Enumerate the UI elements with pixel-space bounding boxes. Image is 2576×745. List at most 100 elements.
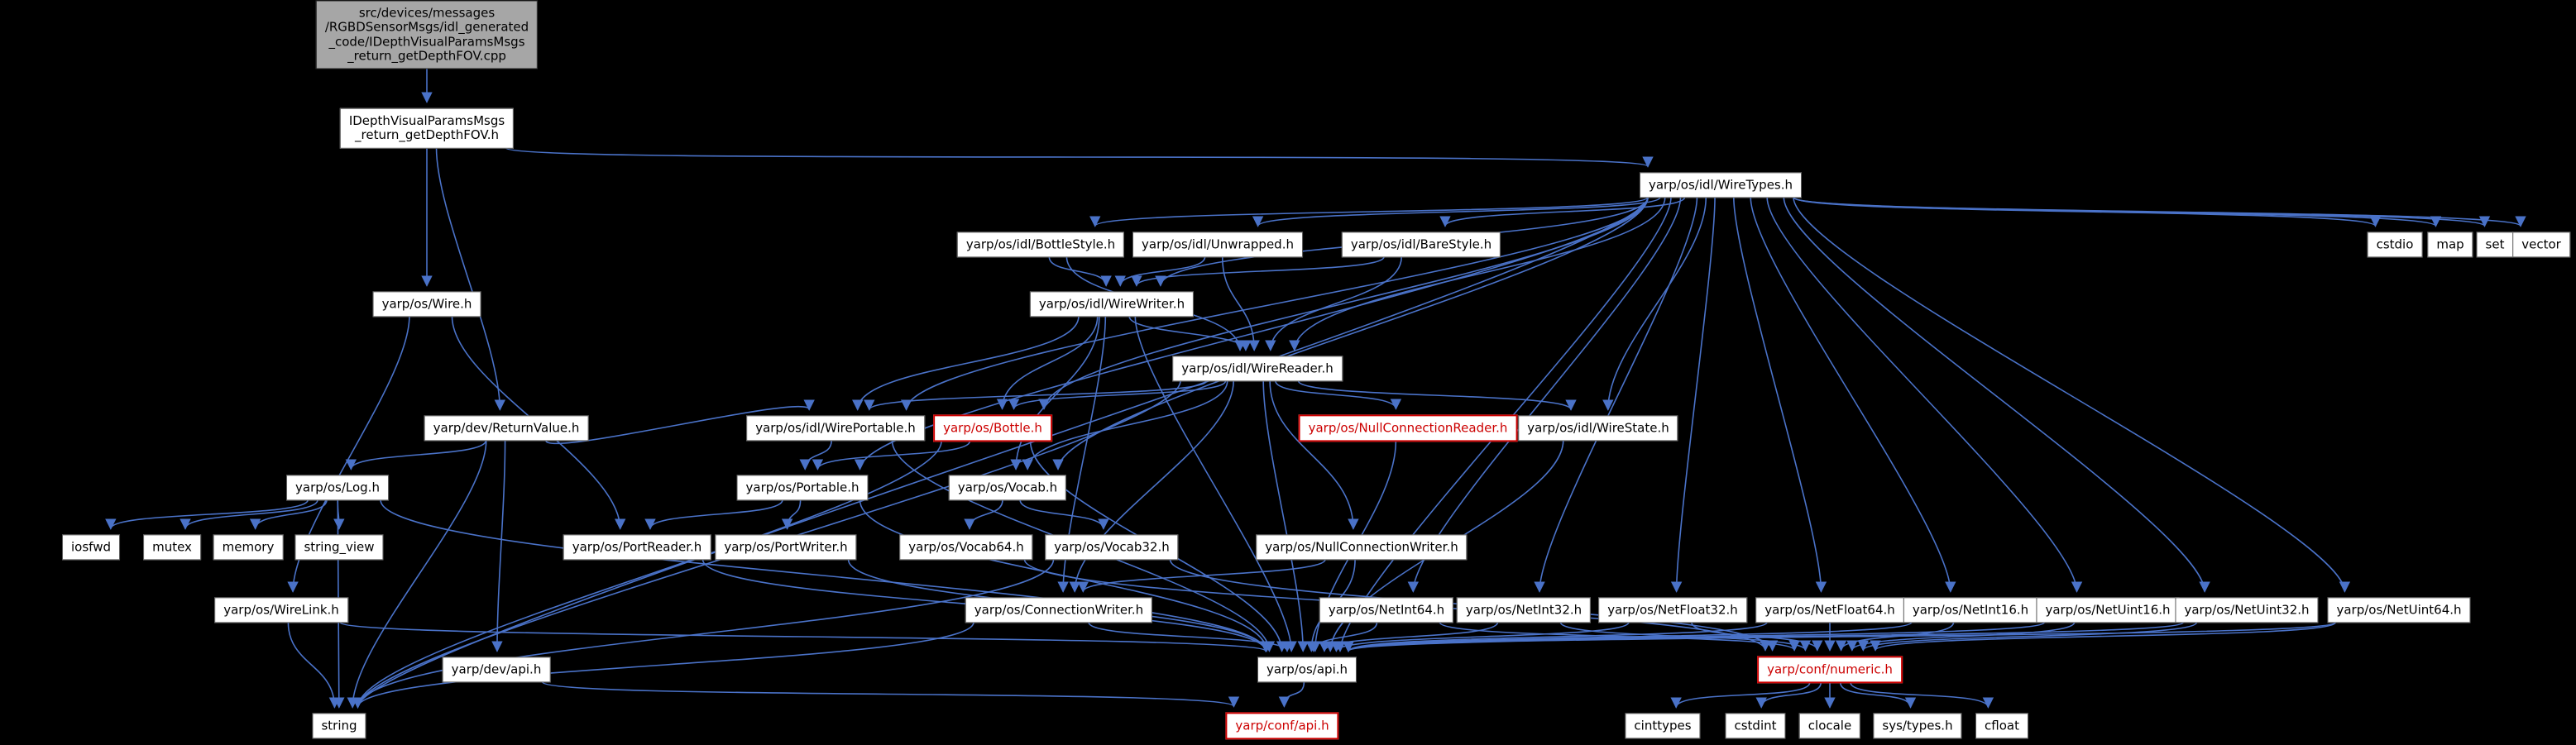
graph-node-cpp: src/devices/messages /RGBDSensorMsgs/idl…: [315, 0, 539, 69]
graph-node-wirelink[interactable]: yarp/os/WireLink.h: [214, 597, 348, 623]
edge-netfloat32-osapi: [1330, 621, 1630, 652]
edge-wireportable-portable: [799, 440, 832, 470]
edge-wiretypes-string: [352, 197, 1649, 709]
graph-node-cstdint: cstdint: [1725, 713, 1786, 739]
edge-osapi-confapi: [1278, 681, 1305, 708]
edge-returnvalue-string: [347, 440, 487, 709]
graph-node-systypes: sys/types.h: [1873, 713, 1962, 739]
edge-wirewriter-osapi: [1134, 316, 1297, 652]
edge-log-osapi: [380, 499, 1271, 652]
edge-wirereader-bottle: [1008, 380, 1227, 410]
graph-node-netuint64[interactable]: yarp/os/NetUint64.h: [2327, 597, 2471, 623]
edge-netint64-osapi: [1307, 622, 1378, 652]
edge-bottlestyle-wirewriter: [1048, 256, 1112, 287]
edge-wiretypes-bottlestyle: [1089, 196, 1649, 227]
edge-wirewriter-wireportable: [851, 316, 1080, 411]
edge-netuint64-osapi: [1343, 621, 2337, 652]
graph-node-netuint32[interactable]: yarp/os/NetUint32.h: [2175, 597, 2319, 623]
graph-node-netfloat32[interactable]: yarp/os/NetFloat32.h: [1598, 597, 1747, 623]
edge-portable-portwriter: [781, 499, 802, 530]
edge-numeric-cinttypes: [1670, 682, 1811, 709]
edge-wirelink-osapi: [339, 621, 1271, 652]
edge-barestyle-wirewriter: [1131, 256, 1385, 287]
edge-netuint64-numeric: [1870, 621, 2337, 652]
edge-wiretypes-wirestate: [1602, 197, 1707, 411]
edge-wirereader-vocab: [1022, 380, 1228, 470]
edge-wiretypes-netfloat32: [1670, 197, 1716, 593]
edge-wirereader-connwriter: [1069, 380, 1234, 593]
graph-node-log[interactable]: yarp/os/Log.h: [286, 475, 389, 501]
edge-netfloat64-osapi: [1343, 621, 1768, 652]
graph-node-portwriter[interactable]: yarp/os/PortWriter.h: [715, 534, 857, 561]
edge-netint16-osapi: [1343, 621, 1913, 652]
graph-node-wirestate[interactable]: yarp/os/idl/WireState.h: [1518, 415, 1678, 442]
graph-node-connwriter[interactable]: yarp/os/ConnectionWriter.h: [965, 597, 1153, 623]
graph-node-hdr[interactable]: IDepthVisualParamsMsgs _return_getDepthF…: [339, 107, 515, 149]
edge-bottle-portable: [812, 441, 971, 470]
graph-node-cstdio: cstdio: [2367, 232, 2423, 258]
edge-wirereader-wireportable: [864, 380, 1208, 411]
edge-wirewriter-bottle: [996, 316, 1099, 410]
edge-wiretypes-netint32: [1534, 197, 1698, 593]
edge-vocab-vocab32: [1019, 499, 1109, 530]
graph-node-osapi[interactable]: yarp/os/api.h: [1257, 657, 1357, 683]
graph-node-netint64[interactable]: yarp/os/NetInt64.h: [1319, 597, 1454, 623]
graph-node-bottlestyle[interactable]: yarp/os/idl/BottleStyle.h: [956, 232, 1125, 258]
edge-wiretypes-vector: [1793, 196, 2526, 227]
graph-node-portable[interactable]: yarp/os/Portable.h: [736, 475, 869, 501]
edge-wirelink-string: [287, 622, 341, 709]
edge-wiretypes-wireportable: [900, 197, 1649, 411]
edge-wirewriter-connwriter: [1057, 316, 1107, 593]
edge-log-mutex: [180, 499, 318, 530]
graph-node-netuint16[interactable]: yarp/os/NetUint16.h: [2036, 597, 2180, 623]
graph-node-vocab[interactable]: yarp/os/Vocab.h: [948, 475, 1067, 501]
edge-returnvalue-wireportable: [544, 399, 815, 445]
graph-node-cinttypes: cinttypes: [1625, 713, 1701, 739]
edge-returnvalue-devapi: [491, 440, 506, 652]
graph-node-devapi[interactable]: yarp/dev/api.h: [442, 657, 551, 683]
edge-wirereader-nullconnreader: [1275, 380, 1402, 410]
graph-node-netint16[interactable]: yarp/os/NetInt16.h: [1903, 597, 2038, 623]
edge-portable-portreader: [644, 499, 783, 530]
graph-node-portreader[interactable]: yarp/os/PortReader.h: [563, 534, 711, 561]
edge-hdr-returnvalue: [435, 147, 506, 411]
graph-node-numeric[interactable]: yarp/conf/numeric.h: [1757, 656, 1903, 684]
graph-node-vocab32[interactable]: yarp/os/Vocab32.h: [1045, 534, 1179, 561]
edge-returnvalue-log: [345, 440, 487, 470]
graph-node-netfloat64[interactable]: yarp/os/NetFloat64.h: [1755, 597, 1904, 623]
graph-node-wire[interactable]: yarp/os/Wire.h: [372, 291, 481, 318]
graph-node-nullconnreader[interactable]: yarp/os/NullConnectionReader.h: [1298, 414, 1518, 442]
edge-bottle-string: [352, 441, 942, 709]
edge-wiretypes-netuint64: [1793, 197, 2351, 593]
edge-wiretypes-netint16: [1750, 197, 1956, 593]
edge-wiretypes-wirereader: [1289, 197, 1666, 351]
edge-wirewriter-wirereader: [1128, 316, 1252, 351]
edge-numeric-cfloat: [1850, 682, 1994, 709]
graph-node-vocab64[interactable]: yarp/os/Vocab64.h: [899, 534, 1033, 561]
graph-node-nullconnwriter[interactable]: yarp/os/NullConnectionWriter.h: [1256, 534, 1468, 561]
graph-node-unwrapped[interactable]: yarp/os/idl/Unwrapped.h: [1132, 232, 1303, 258]
edge-numeric-systypes: [1839, 682, 1917, 709]
edge-unwrapped-wirewriter: [1114, 256, 1206, 287]
edge-numeric-cstdint: [1755, 682, 1822, 709]
edge-wiretypes-unwrapped: [1252, 196, 1661, 227]
edge-netuint16-osapi: [1343, 621, 2046, 652]
graph-node-set: set: [2476, 232, 2514, 258]
graph-node-confapi[interactable]: yarp/conf/api.h: [1225, 712, 1339, 740]
edge-wiretypes-vocab: [1052, 197, 1649, 470]
graph-node-barestyle[interactable]: yarp/os/idl/BareStyle.h: [1341, 232, 1501, 258]
graph-node-wirewriter[interactable]: yarp/os/idl/WireWriter.h: [1029, 291, 1195, 318]
edge-barestyle-wirereader: [1265, 256, 1403, 351]
graph-node-wireportable[interactable]: yarp/os/idl/WirePortable.h: [746, 415, 925, 442]
graph-node-netint32[interactable]: yarp/os/NetInt32.h: [1456, 597, 1592, 623]
graph-node-vector: vector: [2512, 232, 2570, 258]
graph-node-mutex: mutex: [143, 534, 201, 561]
graph-node-wiretypes[interactable]: yarp/os/idl/WireTypes.h: [1639, 172, 1803, 198]
edge-wirewriter-vocab: [1010, 316, 1100, 470]
edge-unwrapped-wirereader: [1221, 256, 1260, 351]
graph-node-iosfwd: iosfwd: [62, 534, 120, 561]
graph-node-bottle[interactable]: yarp/os/Bottle.h: [933, 414, 1052, 442]
graph-node-returnvalue[interactable]: yarp/dev/ReturnValue.h: [424, 415, 589, 442]
graph-node-wirereader[interactable]: yarp/os/idl/WireReader.h: [1172, 356, 1343, 382]
